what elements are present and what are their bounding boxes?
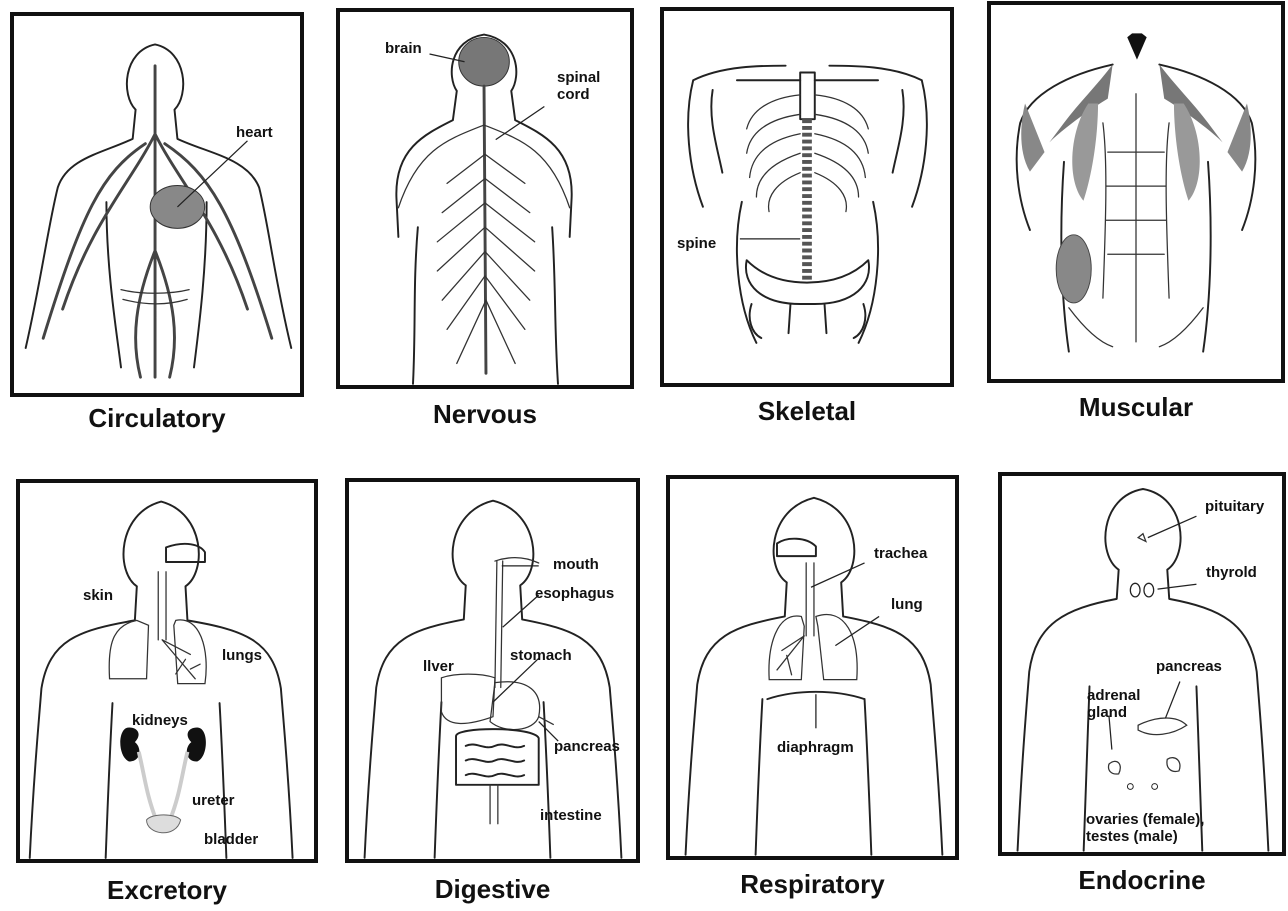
label-mouth: mouth xyxy=(553,556,599,573)
label-ovaries-testes: ovaries (female), testes (male) xyxy=(1086,811,1204,846)
label-spinal-cord: spinal cord xyxy=(557,69,600,104)
excretory-figure xyxy=(20,483,314,859)
label-lung: lung xyxy=(891,596,923,613)
label-pancreas: pancreas xyxy=(554,738,620,755)
digestive-figure xyxy=(349,482,636,859)
label-thyroid: thyrold xyxy=(1206,564,1257,581)
label-lungs: lungs xyxy=(222,647,262,664)
muscular-figure xyxy=(991,5,1281,379)
caption-circulatory: Circulatory xyxy=(10,403,304,434)
caption-excretory: Excretory xyxy=(16,875,318,906)
caption-nervous: Nervous xyxy=(336,399,634,430)
label-intestine: intestine xyxy=(540,807,602,824)
muscular-panel xyxy=(987,1,1285,383)
label-skin: skin xyxy=(83,587,113,604)
caption-skeletal: Skeletal xyxy=(660,396,954,427)
digestive-panel: mouth esophagus llver stomach pancreas i… xyxy=(345,478,640,863)
excretory-panel: skin lungs kidneys ureter bladder xyxy=(16,479,318,863)
skeletal-figure xyxy=(664,11,950,383)
label-kidneys: kidneys xyxy=(132,712,188,729)
label-brain: brain xyxy=(385,40,422,57)
circulatory-panel: heart xyxy=(10,12,304,397)
label-liver: llver xyxy=(423,658,454,675)
circulatory-figure xyxy=(14,16,300,393)
respiratory-panel: trachea lung diaphragm xyxy=(666,475,959,860)
skeletal-panel: spine xyxy=(660,7,954,387)
label-trachea: trachea xyxy=(874,545,927,562)
caption-muscular: Muscular xyxy=(987,392,1285,423)
label-ureter: ureter xyxy=(192,792,235,809)
label-diaphragm: diaphragm xyxy=(777,739,854,756)
respiratory-figure xyxy=(670,479,955,856)
caption-endocrine: Endocrine xyxy=(998,865,1286,896)
label-bladder: bladder xyxy=(204,831,258,848)
label-pancreas-endocrine: pancreas xyxy=(1156,658,1222,675)
label-spine: spine xyxy=(677,235,716,252)
label-adrenal-gland: adrenal gland xyxy=(1087,687,1140,722)
label-stomach: stomach xyxy=(510,647,572,664)
caption-digestive: Digestive xyxy=(345,874,640,905)
label-pituitary: pituitary xyxy=(1205,498,1264,515)
label-heart: heart xyxy=(236,124,273,141)
nervous-figure xyxy=(340,12,630,385)
endocrine-figure xyxy=(1002,476,1282,852)
label-esophagus: esophagus xyxy=(535,585,614,602)
nervous-panel: brain spinal cord xyxy=(336,8,634,389)
caption-respiratory: Respiratory xyxy=(666,869,959,900)
endocrine-panel: pituitary thyrold pancreas adrenal gland… xyxy=(998,472,1286,856)
